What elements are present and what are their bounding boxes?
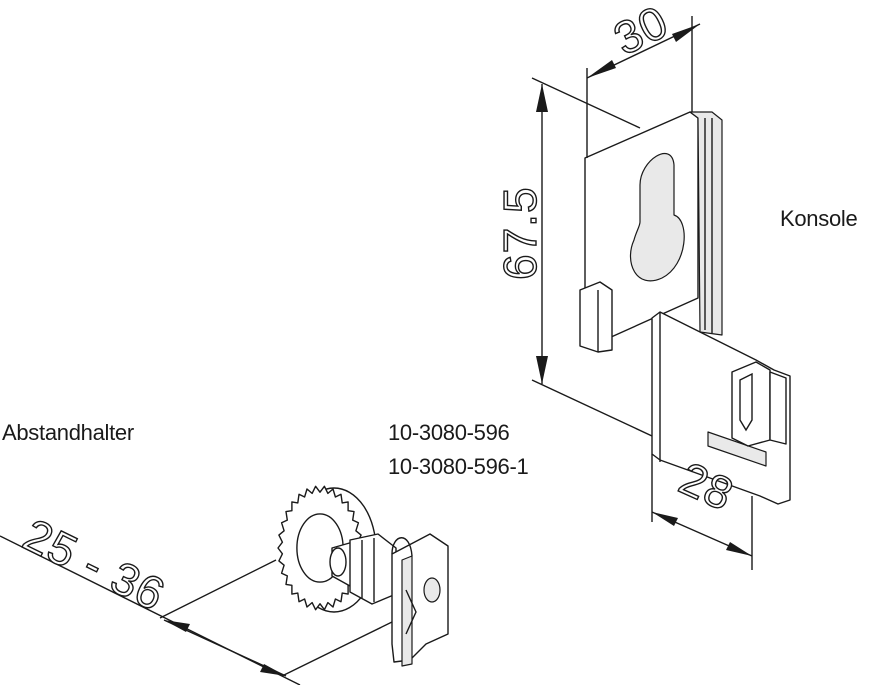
spacer-drawing <box>277 485 449 667</box>
dimension-30: 30 <box>606 0 677 65</box>
bracket-keyhole-slot <box>629 152 685 282</box>
bracket-left-tab <box>579 281 613 353</box>
part-number-2: 10-3080-596-1 <box>388 454 529 479</box>
dimension-67-5: 67.5 <box>494 186 546 280</box>
spacer-spring-clip <box>391 533 449 663</box>
spacer-collar <box>349 533 397 605</box>
part-number-1: 10-3080-596 <box>388 420 510 445</box>
label-bracket: Konsole <box>780 206 858 231</box>
spacer-clip-hole <box>423 577 441 603</box>
dimension-67-5-group: 67.5 <box>493 77 653 437</box>
label-spacer: Abstandhalter <box>2 420 134 445</box>
bracket-fold-edge <box>689 111 723 336</box>
dimension-25-36: 25 - 36 <box>16 508 174 621</box>
bracket-drawing <box>579 111 791 505</box>
